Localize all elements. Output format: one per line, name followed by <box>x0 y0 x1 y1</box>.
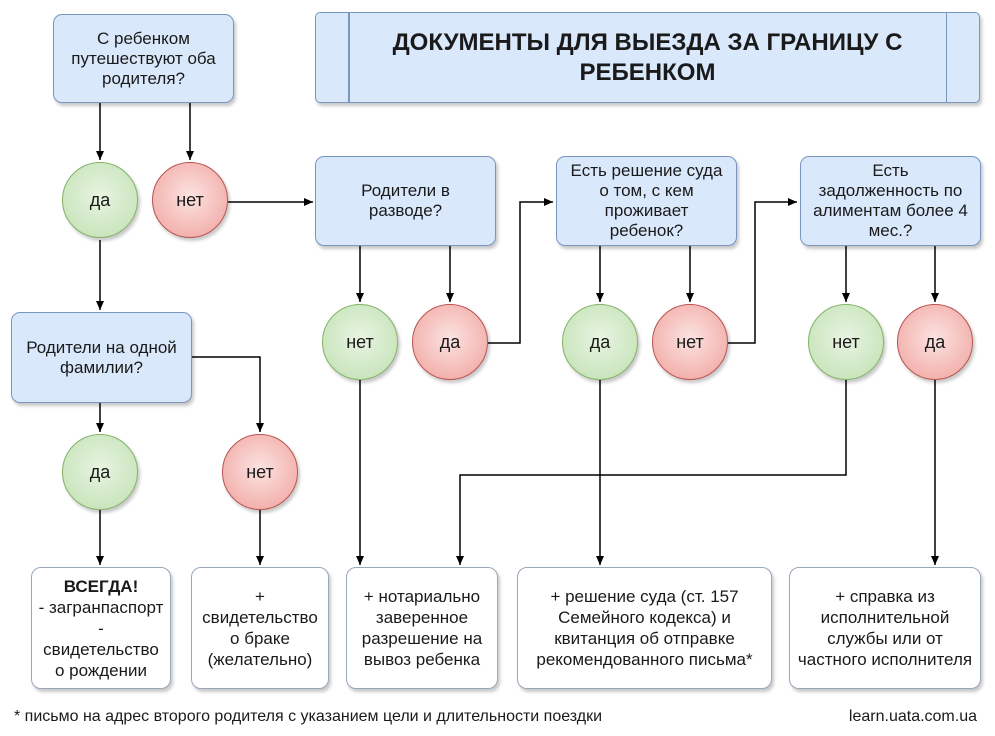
question-court-decision: Есть решение суда о том, с кем проживает… <box>556 156 737 246</box>
answer-no-divorced: нет <box>322 304 398 380</box>
result-always: ВСЕГДА! - загранпаспорт - свидетельство … <box>31 567 171 689</box>
title-right-divider <box>945 13 947 102</box>
answer-yes-alimony: да <box>897 304 973 380</box>
edge-surname-no <box>192 356 264 432</box>
result-enforcement-certificate: + справка из исполнительной службы или о… <box>789 567 981 689</box>
answer-yes-both-parents: да <box>62 162 138 238</box>
question-divorced: Родители в разводе? <box>315 156 496 246</box>
source-link[interactable]: learn.uata.com.ua <box>848 708 977 725</box>
answer-no-court: нет <box>652 304 728 380</box>
question-both-parents: С ребенком путешествуют оба родителя? <box>53 14 234 103</box>
result-court-decision-docs: + решение суда (ст. 157 Семейного кодекс… <box>517 567 772 689</box>
answer-no-same-surname: нет <box>222 434 298 510</box>
result-always-items: - загранпаспорт - свидетельство о рожден… <box>38 597 164 680</box>
answer-yes-divorced: да <box>412 304 488 380</box>
question-same-surname: Родители на одной фамилии? <box>11 312 192 403</box>
page-title: ДОКУМЕНТЫ ДЛЯ ВЫЕЗДА ЗА ГРАНИЦУ С РЕБЕНК… <box>315 12 980 103</box>
edge-cno-alimony <box>728 198 797 344</box>
title-text: ДОКУМЕНТЫ ДЛЯ ВЫЕЗДА ЗА ГРАНИЦУ С РЕБЕНК… <box>392 28 903 86</box>
result-always-title: ВСЕГДА! <box>63 576 139 596</box>
edge-ano-notary <box>456 380 847 565</box>
answer-yes-court: да <box>562 304 638 380</box>
question-alimony-debt: Есть задолженность по алиментам более 4 … <box>800 156 981 246</box>
footnote: * письмо на адрес второго родителя с ука… <box>14 708 603 725</box>
result-marriage-certificate: + свидетельство о браке (желательно) <box>191 567 329 689</box>
answer-no-both-parents: нет <box>152 162 228 238</box>
title-left-divider <box>348 13 350 102</box>
result-notarized-permission: + нотариально заверенное разрешение на в… <box>346 567 498 689</box>
edge-dyes-court <box>488 198 553 344</box>
answer-yes-same-surname: да <box>62 434 138 510</box>
answer-no-alimony: нет <box>808 304 884 380</box>
